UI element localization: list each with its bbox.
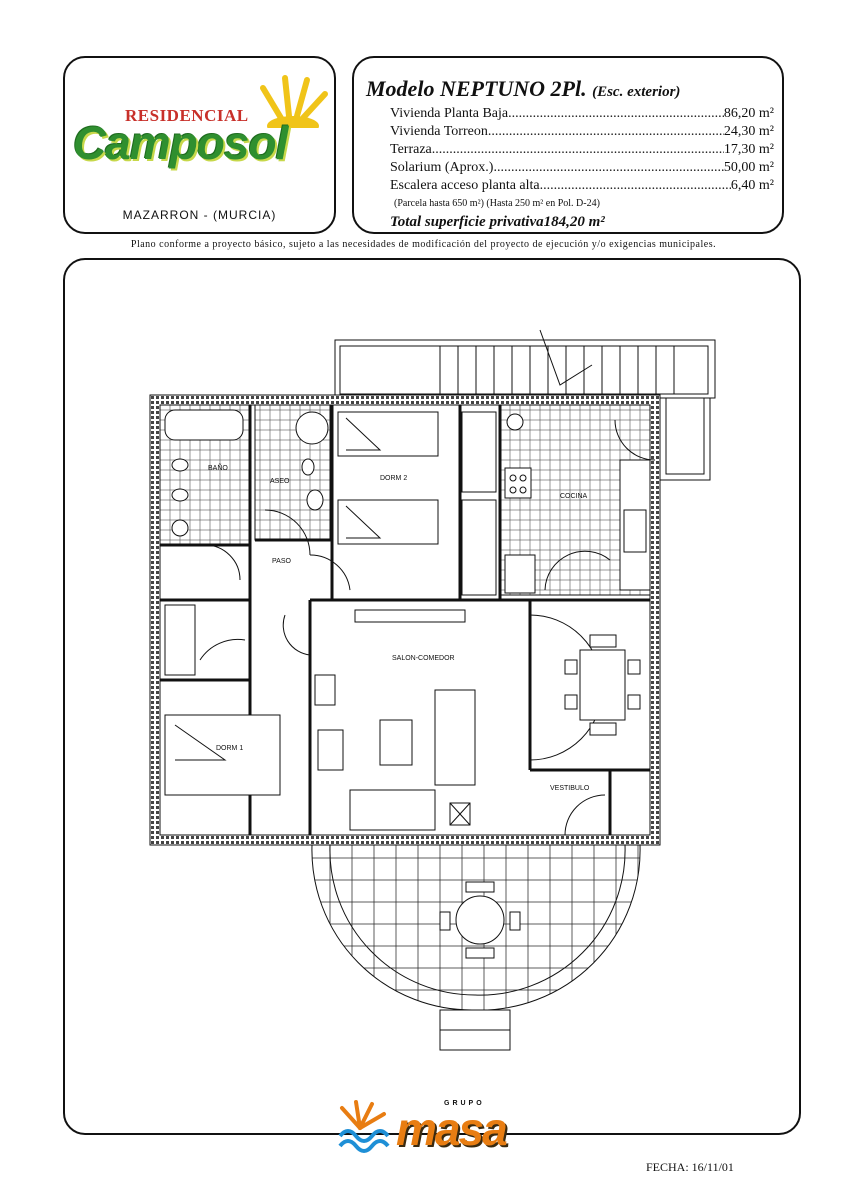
room-label-cocina: COCINA (560, 493, 588, 500)
dorm2-furniture (337, 411, 497, 596)
area-value: 17,30 m² (723, 142, 774, 157)
total-label: Total superficie privativa (390, 214, 544, 230)
area-label: Vivienda Torreon (390, 124, 488, 139)
brand-logo-text: Camposol (73, 117, 288, 169)
room-label-paso: PASO (272, 558, 291, 565)
bath-fixtures (164, 409, 329, 537)
area-value: 50,00 m² (723, 160, 774, 175)
room-label-dorm1: DORM 1 (216, 745, 243, 752)
brand-top-text: RESIDENCIAL (125, 106, 249, 125)
area-label: Vivienda Planta Baja (390, 106, 509, 121)
room-label-aseo: ASEO (270, 478, 290, 485)
room-label-salon: SALON-COMEDOR (392, 655, 455, 662)
masa-sun-icon (338, 1100, 390, 1153)
total-value: 184,20 m² (543, 214, 605, 230)
room-label-vestibulo: VESTIBULO (550, 785, 590, 792)
area-line: Vivienda Torreon 24,30 m² (390, 124, 774, 140)
area-line: Solarium (Aprox.) 50,00 m² (390, 160, 774, 176)
sun-icon (260, 75, 328, 128)
brand-location: MAZARRON - (MURCIA) (122, 208, 277, 222)
room-label-bano: BAÑO (208, 463, 228, 472)
area-line: Vivienda Planta Baja 86,20 m² (390, 106, 774, 122)
total-line: Total superficie privativa 184,20 m² (390, 214, 774, 231)
door-swings (199, 419, 656, 836)
area-label: Solarium (Aprox.) (390, 160, 494, 175)
salon-furniture (314, 609, 476, 831)
parcel-note: (Parcela hasta 650 m²) (Hasta 250 m² en … (394, 198, 600, 209)
model-name: Modelo NEPTUNO 2Pl. (366, 76, 587, 101)
masa-logo-text: masa (396, 1103, 508, 1155)
model-title: Modelo NEPTUNO 2Pl. (Esc. exterior) (366, 76, 680, 102)
area-line: Escalera acceso planta alta 6,40 m² (390, 178, 774, 194)
area-label: Terraza (390, 142, 432, 157)
area-value: 86,20 m² (723, 106, 774, 121)
info-panel: Modelo NEPTUNO 2Pl. (Esc. exterior) Vivi… (352, 56, 784, 234)
logo-panel: RESIDENCIAL Camposol MAZARRON - (MURCIA) (63, 56, 336, 234)
dorm1-furniture (164, 604, 281, 796)
area-label: Escalera acceso planta alta (390, 178, 540, 193)
terrace (311, 844, 641, 1051)
date-text: FECHA: 16/11/01 (646, 1160, 734, 1174)
area-line: Terraza 17,30 m² (390, 142, 774, 158)
dining-table (564, 634, 641, 736)
kitchen-fixtures (504, 413, 651, 594)
room-label-dorm2: DORM 2 (380, 475, 407, 482)
disclaimer-text: Plano conforme a proyecto básico, sujeto… (130, 239, 717, 250)
area-value: 24,30 m² (723, 124, 774, 139)
grupo-text: GRUPO (444, 1100, 485, 1107)
model-note: (Esc. exterior) (592, 84, 681, 100)
area-value: 6,40 m² (730, 178, 774, 193)
